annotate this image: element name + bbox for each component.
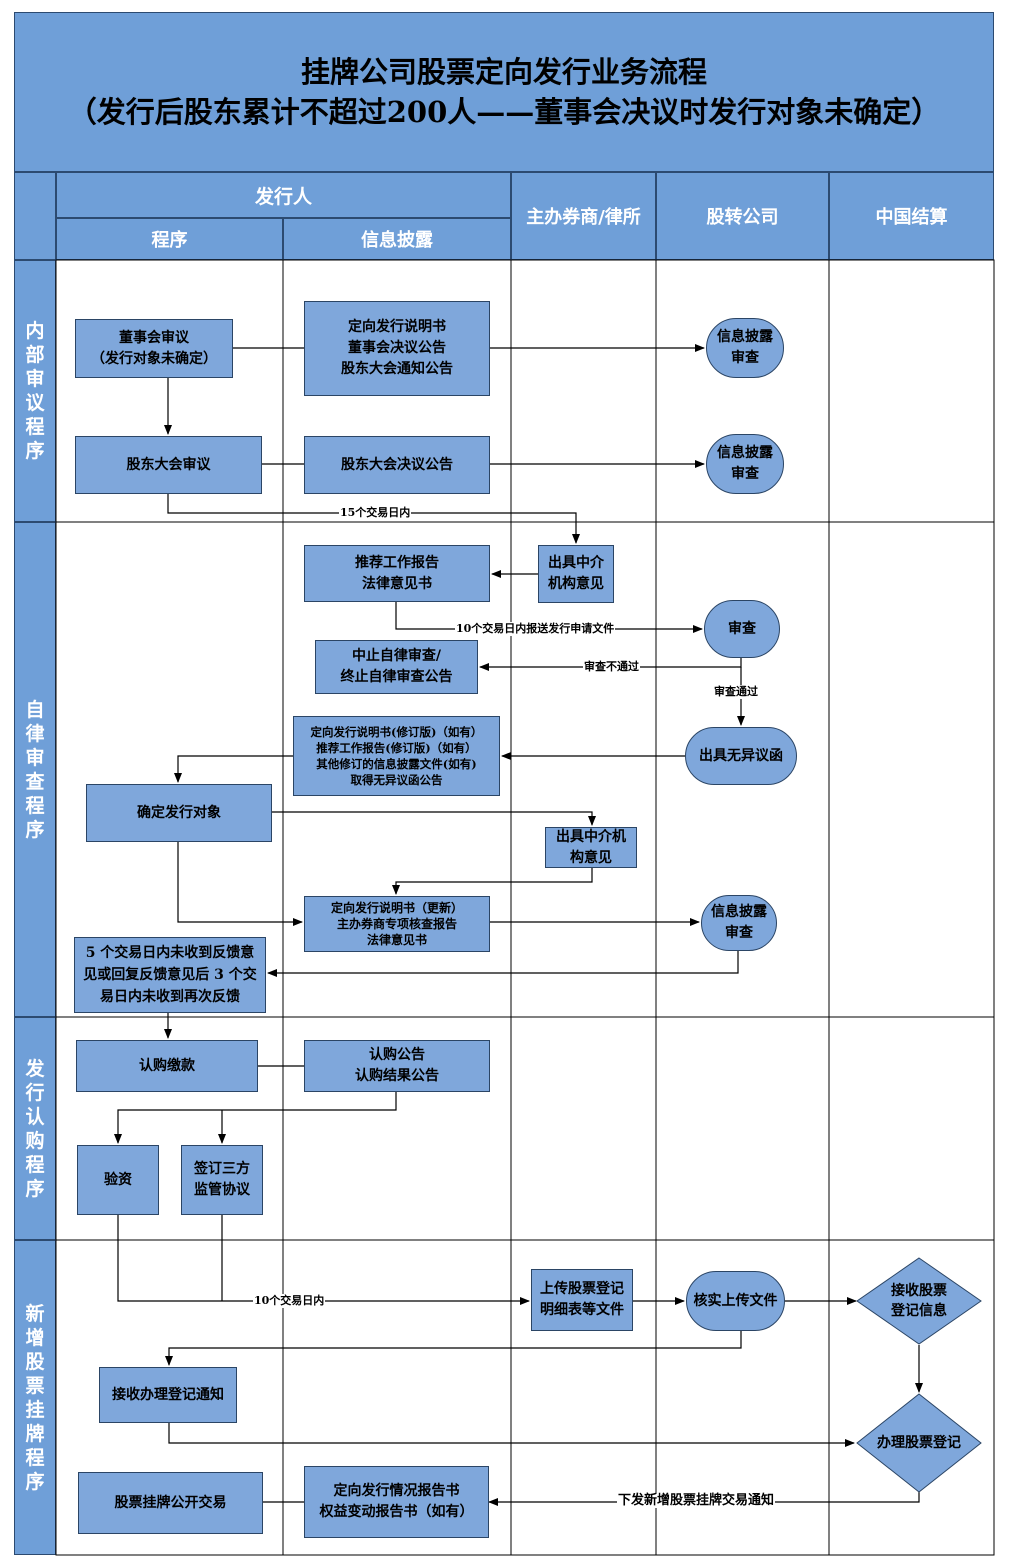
title-line-1: 挂牌公司股票定向发行业务流程 — [300, 55, 707, 89]
arrow-opinion-to-updated — [392, 868, 593, 895]
phase-subscription: 发行认购程序 — [14, 1017, 56, 1240]
box-feedback-note: 5 个交易日内未收到反馈意见或回复反馈意见后 3 个交易日内未收到再次反馈 — [74, 937, 266, 1013]
box-subscribe-pay: 认购缴款 — [76, 1040, 258, 1092]
label-review-fail: 审查不通过 — [583, 660, 640, 674]
box-intermediary-opinion-2: 出具中介机 构意见 — [545, 827, 637, 868]
box-tripartite: 签订三方 监管协议 — [181, 1145, 263, 1215]
arrow-to-registration — [168, 1423, 855, 1447]
oval-disclosure-review-1: 信息披露 审查 — [706, 318, 784, 378]
diamond-handle-registration — [856, 1393, 982, 1493]
phase-internal: 内部审议程序 — [14, 260, 56, 522]
label-10days: 10个交易日内 — [253, 1294, 326, 1308]
col-header-csdc: 中国结算 — [829, 172, 994, 260]
label-issue-notice: 下发新增股票挂牌交易通知 — [617, 1493, 776, 1508]
arrow-to-receive-notice — [165, 1331, 742, 1366]
oval-disclosure-review-3: 信息披露 审查 — [701, 895, 777, 951]
box-intermediary-opinion-1: 出具中介 机构意见 — [538, 545, 614, 603]
title-block: 挂牌公司股票定向发行业务流程 （发行后股东累计不超过200人——董事会决议时发行… — [14, 12, 994, 172]
col-header-broker: 主办券商/律所 — [511, 172, 656, 260]
title-line-2: （发行后股东累计不超过200人——董事会决议时发行对象未确定） — [67, 95, 941, 129]
box-revised-docs: 定向发行说明书(修订版)（如有） 推荐工作报告(修订版)（如有） 其他修订的信息… — [293, 716, 500, 796]
oval-disclosure-review-2: 信息披露 审查 — [706, 434, 784, 494]
box-shareholder-review: 股东大会审议 — [75, 436, 262, 494]
arrow-to-opinion-2 — [272, 811, 596, 826]
label-10days-submit: 10个交易日内报送发行申请文件 — [455, 622, 616, 636]
box-subscribe-announce: 认购公告 认购结果公告 — [304, 1040, 490, 1092]
oval-verify-upload: 核实上传文件 — [686, 1271, 785, 1331]
box-final-report: 定向发行情况报告书 权益变动报告书（如有） — [304, 1466, 489, 1538]
arrow-to-verify — [114, 1092, 397, 1144]
box-board-disclosure: 定向发行说明书 董事会决议公告 股东大会通知公告 — [304, 301, 490, 396]
box-updated-docs: 定向发行说明书（更新） 主办券商专项核查报告 法律意见书 — [304, 896, 490, 952]
oval-review: 审查 — [704, 600, 780, 658]
col-header-issuer: 发行人 — [56, 172, 511, 218]
label-15days: 15个交易日内 — [339, 506, 412, 520]
diamond-receive-info — [856, 1257, 982, 1345]
oval-no-objection: 出具无异议函 — [685, 727, 797, 785]
label-review-pass: 审查通过 — [713, 685, 759, 699]
box-recommend-report: 推荐工作报告 法律意见书 — [304, 545, 490, 602]
box-suspend-review: 中止自律审查/ 终止自律审查公告 — [315, 640, 478, 694]
box-determine-objects: 确定发行对象 — [86, 784, 272, 842]
col-header-neeq: 股转公司 — [656, 172, 829, 260]
box-receive-notice: 接收办理登记通知 — [99, 1367, 237, 1423]
arrow-10days — [117, 1215, 530, 1305]
box-shareholder-announce: 股东大会决议公告 — [304, 436, 490, 494]
phase-self-review: 自律审查程序 — [14, 522, 56, 1017]
box-capital-verify: 验资 — [77, 1145, 159, 1215]
phase-listing: 新增股票挂牌程序 — [14, 1240, 56, 1555]
swimlane-grid — [55, 259, 995, 1556]
box-upload-docs: 上传股票登记 明细表等文件 — [531, 1269, 633, 1331]
diamond-label-receive-info: 接收股票 登记信息 — [891, 1283, 947, 1319]
box-listing-trade: 股票挂牌公开交易 — [78, 1472, 263, 1534]
box-board-review: 董事会审议 （发行对象未确定） — [75, 319, 233, 378]
corner-header — [14, 172, 56, 260]
diamond-label-handle-registration: 办理股票登记 — [877, 1435, 961, 1451]
arrow-to-determine — [174, 755, 293, 783]
arrow-review-to-feedback — [267, 950, 739, 977]
arrow-determine-to-updated — [177, 842, 303, 926]
